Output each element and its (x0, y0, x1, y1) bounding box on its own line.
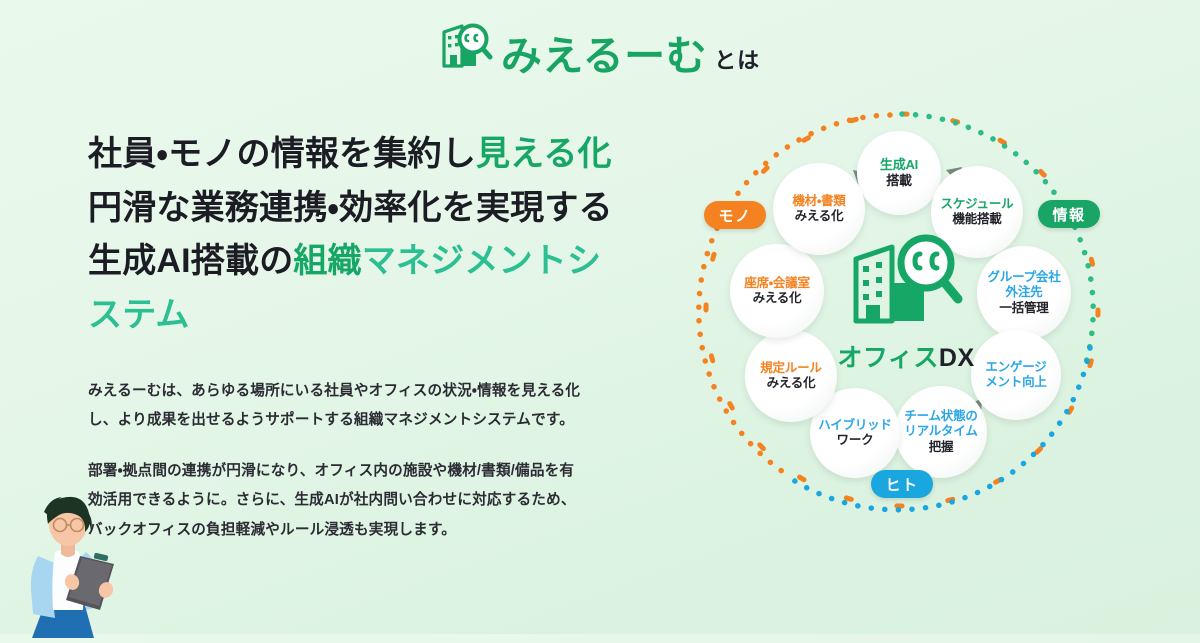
node-group-company[interactable]: グループ会社 外注先 一括管理 (977, 246, 1071, 340)
node-line: 座席・会議室 (744, 275, 810, 290)
intro-section: 社員・モノの情報を集約し見える化円滑な業務連携・効率化を実現する生成AI搭載の組… (88, 128, 628, 545)
center-label: オフィスDX (837, 338, 974, 374)
node-line: 機材・書類 (792, 193, 846, 208)
node-engagement[interactable]: エンゲージ メント向上 (971, 330, 1061, 420)
pill-label: モノ (718, 207, 752, 225)
headline-run: 生成AI搭載の (88, 242, 294, 281)
node-schedule[interactable]: スケジュール 機能搭載 (931, 166, 1023, 258)
pill-hito[interactable]: ヒト (871, 470, 933, 498)
pill-label: 情報 (1052, 206, 1086, 224)
headline-line: 生成AI搭載の組織マネジメントシステム (88, 235, 628, 342)
node-line: 把握 (928, 439, 954, 454)
node-line: メント向上 (985, 375, 1047, 389)
node-line: 機能搭載 (952, 212, 1002, 226)
node-seisei-ai[interactable]: 生成AI 搭載 (857, 131, 941, 215)
intro-paragraph-2: 部署・拠点間の連携が円滑になり、オフィス内の施設や機材/書類/備品を有効活用でき… (88, 463, 576, 538)
brand-logo: みえるーむ とは (440, 22, 761, 79)
node-rules[interactable]: 規定ルール みえる化 (745, 330, 837, 422)
node-line: みえる化 (766, 376, 816, 390)
intro-paragraph-1: みえるーむは、あらゆる場所にいる社員やオフィスの状況・情報を見える化し、より成果… (88, 382, 581, 429)
center-label-dx: DX (938, 343, 975, 372)
logo-suffix: とは (714, 48, 761, 73)
diagram-center: オフィスDX (826, 228, 986, 378)
node-line: グループ会社 (987, 270, 1061, 285)
pill-mono[interactable]: モノ (704, 201, 766, 229)
headline-run: 社員・モノの情報を集約し (88, 135, 476, 173)
pill-label: ヒト (885, 476, 919, 494)
node-line: 一括管理 (999, 300, 1049, 315)
node-line: 生成AI (879, 157, 919, 173)
node-equipment-docs[interactable]: 機材・書類 みえる化 (773, 163, 865, 255)
building-magnifier-logo-icon (440, 22, 494, 75)
node-line: みえる化 (794, 209, 844, 223)
center-label-jp: オフィス (837, 343, 939, 372)
node-line: みえる化 (752, 291, 802, 305)
headline-line: 円滑な業務連携・効率化を実現する (88, 182, 628, 236)
logo-text: みえるーむ (500, 33, 708, 79)
page-header: みえるーむ とは (0, 0, 1200, 79)
headline-run: 円滑な業務連携・効率化を実現する (88, 188, 613, 227)
headline-run: マネジメントシステム (88, 242, 602, 335)
node-team-realtime[interactable]: チーム状態の リアルタイム 把握 (895, 386, 987, 478)
node-line: リアルタイム (904, 424, 978, 439)
node-line: ワーク (836, 433, 874, 447)
headline-run: 見える化 (475, 135, 612, 173)
office-dx-cycle-diagram: 生成AI 搭載 スケジュール 機能搭載 グループ会社 外注先 一括管理 エンゲー… (690, 98, 1114, 522)
node-line: スケジュール (940, 196, 1014, 211)
node-line: 規定ルール (760, 360, 822, 375)
pill-joho[interactable]: 情報 (1038, 200, 1100, 228)
office-dx-building-magnifier-icon (848, 233, 964, 332)
headline-run: 組織 (293, 242, 362, 281)
node-line: エンゲージ (985, 359, 1047, 374)
node-seats-meeting[interactable]: 座席・会議室 みえる化 (730, 244, 824, 338)
node-line: ハイブリッド (818, 417, 892, 432)
node-line: 外注先 (1005, 285, 1043, 300)
node-line: チーム状態の (904, 409, 978, 424)
node-line: 搭載 (886, 173, 912, 188)
headline-line: 社員・モノの情報を集約し見える化 (88, 128, 628, 182)
page-headline: 社員・モノの情報を集約し見える化円滑な業務連携・効率化を実現する生成AI搭載の組… (88, 128, 628, 343)
